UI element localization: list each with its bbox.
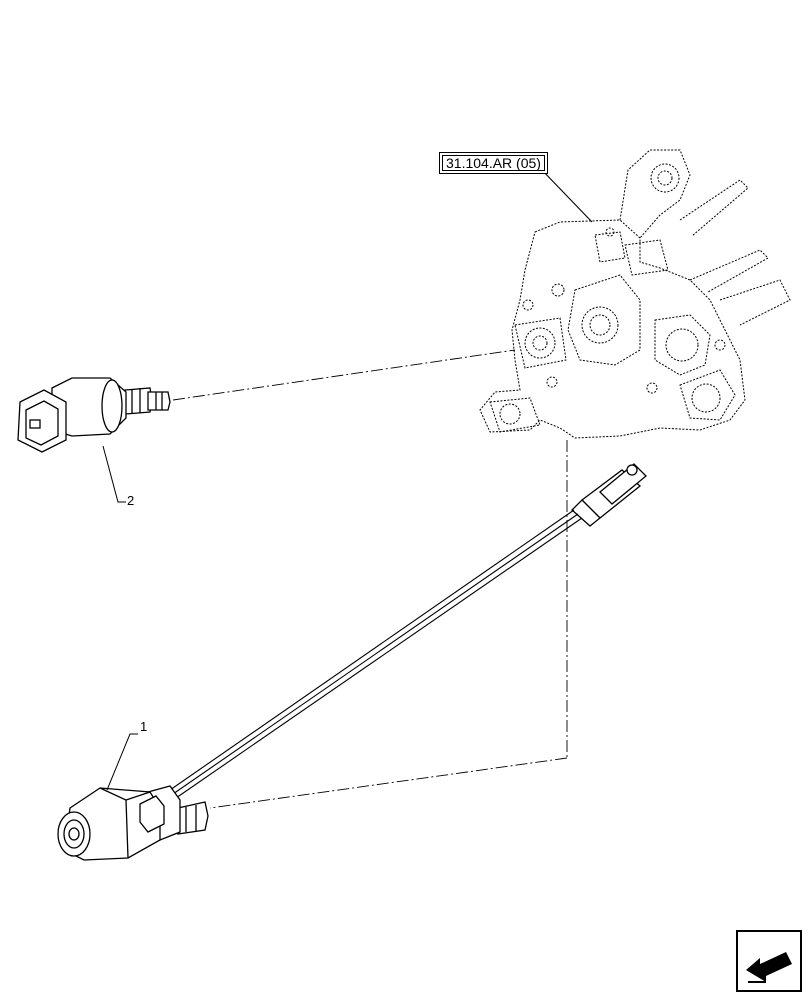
- reference-leader: [539, 167, 593, 223]
- harness-connector: [571, 463, 647, 527]
- wire-harness: [169, 509, 583, 799]
- valve-body: [479, 149, 791, 439]
- callout-2-label: 2: [127, 493, 135, 508]
- callout-1-label: 1: [140, 719, 148, 734]
- callout-1-leader: [106, 733, 138, 791]
- reference-label-box[interactable]: 31.104.AR (05): [439, 152, 548, 174]
- alignment-lines: [172, 349, 568, 809]
- callout-2-leader: [102, 445, 126, 503]
- solenoid-valve-2: [17, 377, 171, 453]
- arrow-return-icon[interactable]: [736, 930, 802, 992]
- solenoid-coil-1: [57, 785, 209, 861]
